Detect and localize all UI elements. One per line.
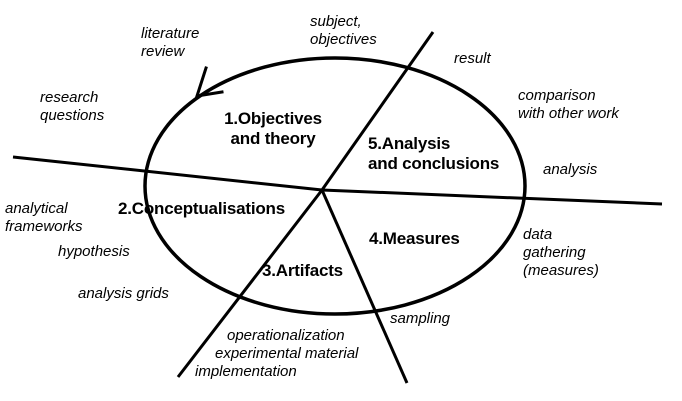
annotation-analytical-frameworks: analytical frameworks xyxy=(5,200,83,235)
sector-label-objectives-and-theory: 1.Objectives and theory xyxy=(224,109,322,148)
annotation-operationalization: operationalization xyxy=(227,327,345,344)
annotation-implementation: implementation xyxy=(195,363,297,380)
annotation-data-gathering-measures: data gathering (measures) xyxy=(523,226,599,279)
annotation-subject-objectives: subject, objectives xyxy=(310,13,377,48)
annotation-comparison-with-other-work: comparison with other work xyxy=(518,87,619,122)
annotation-result: result xyxy=(454,50,491,67)
sector-label-conceptualisations: 2.Conceptualisations xyxy=(118,199,285,218)
annotation-analysis-grids: analysis grids xyxy=(78,285,169,302)
sector-label-measures: 4.Measures xyxy=(369,229,460,248)
annotation-research-questions: research questions xyxy=(40,89,105,124)
divider-lower-right-ray xyxy=(320,189,409,384)
sector-label-artifacts: 3.Artifacts xyxy=(262,261,343,280)
annotation-hypothesis: hypothesis xyxy=(58,243,130,260)
annotation-analysis: analysis xyxy=(543,161,598,178)
annotation-sampling: sampling xyxy=(390,310,451,327)
annotation-experimental-material: experimental material xyxy=(215,345,359,362)
sector-label-analysis-and-conclusions: 5.Analysis and conclusions xyxy=(368,134,500,173)
annotation-literature-review: literature review xyxy=(141,25,200,60)
cycle-ellipse xyxy=(143,56,527,316)
counterclockwise-arrowhead-icon xyxy=(194,66,224,98)
